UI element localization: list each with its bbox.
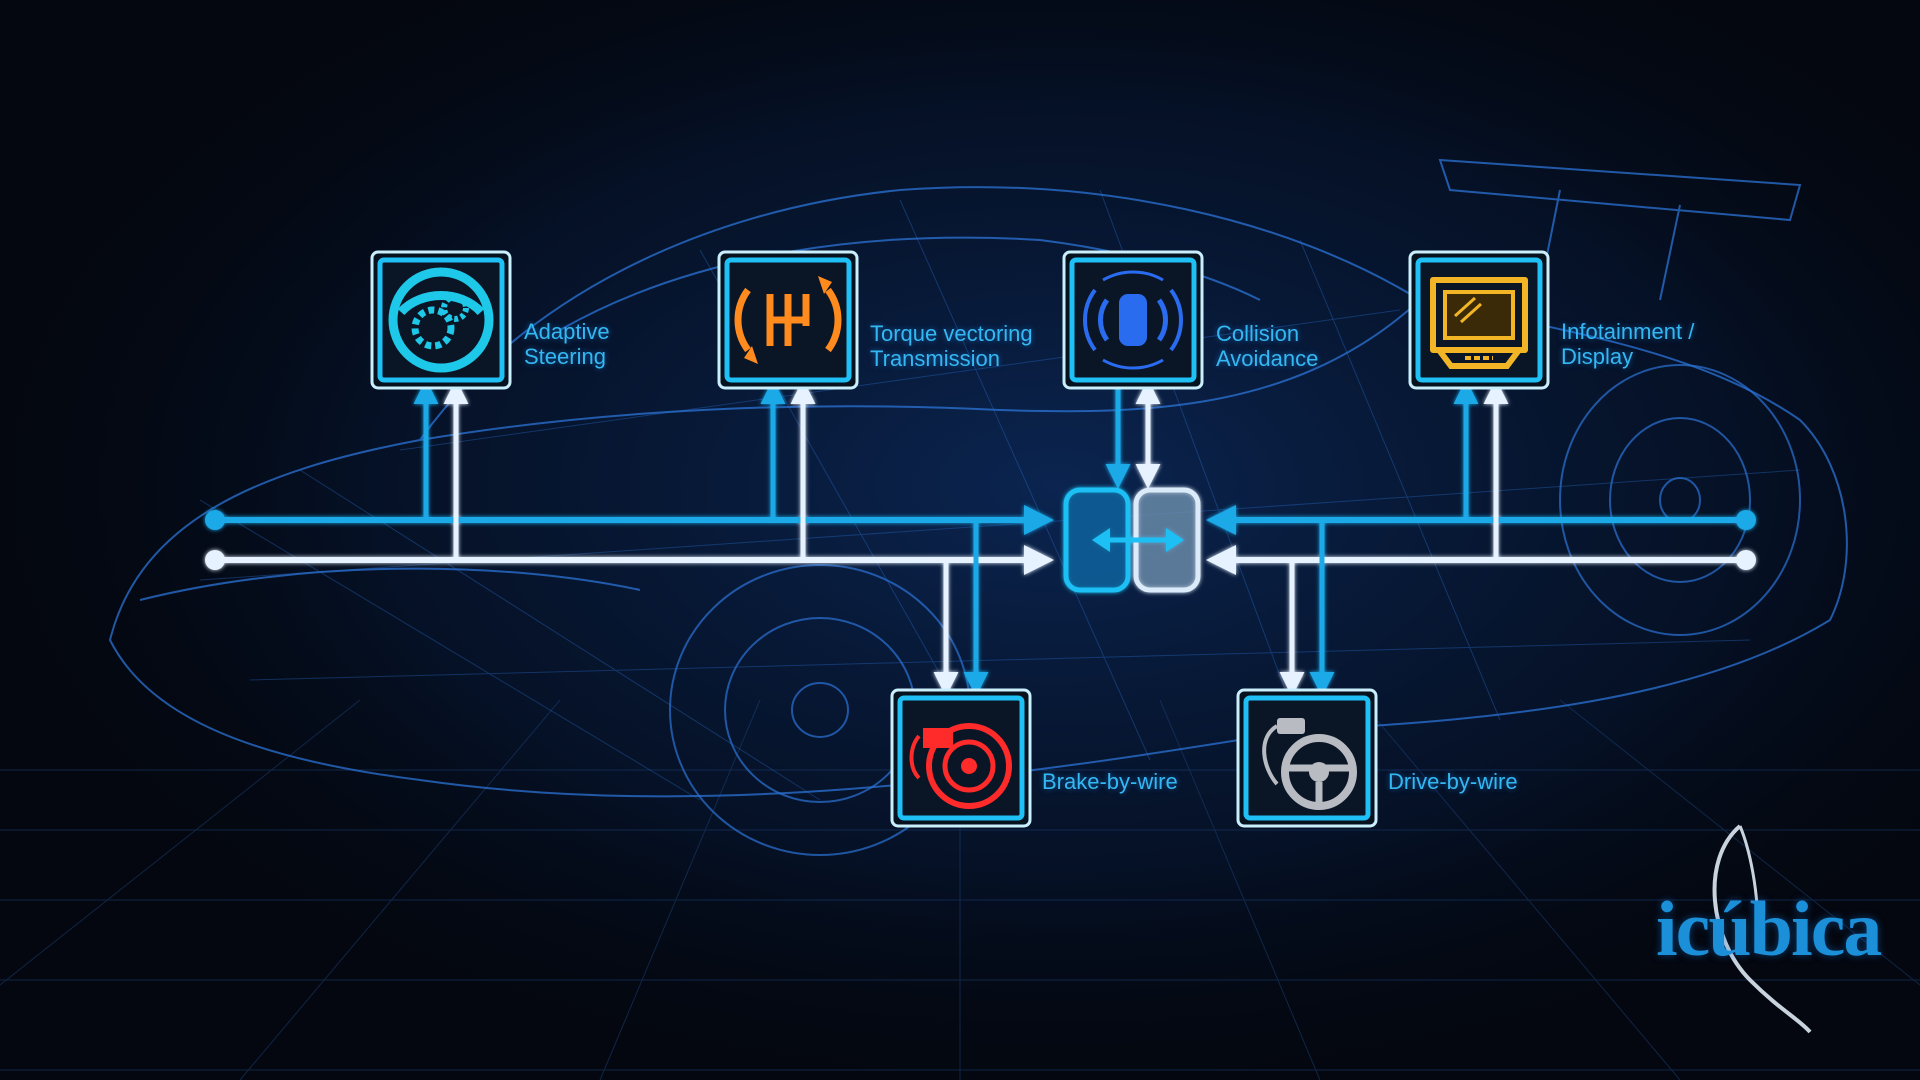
node-box-inner-adaptive-steering [377, 257, 505, 383]
gear-shift-icon [734, 276, 842, 364]
bus-a-left-terminal [205, 510, 225, 530]
radar-car-icon [1083, 270, 1183, 370]
logo-swoosh-icon [1712, 824, 1812, 1034]
label-infotainment: Infotainment /Display [1561, 319, 1695, 369]
bus-a-right-terminal [1736, 510, 1756, 530]
brake-disc-icon [909, 723, 1012, 809]
bus-b-right-terminal [1736, 550, 1756, 570]
label-brake-by-wire: Brake-by-wire [1042, 769, 1178, 794]
bus-b-left-terminal [205, 550, 225, 570]
display-screen-icon [1430, 277, 1528, 369]
steering-wheel-gears-icon [388, 267, 494, 373]
label-drive-by-wire: Drive-by-wire [1388, 769, 1518, 794]
node-box-inner-brake-by-wire [897, 695, 1025, 821]
central-gateway [1063, 487, 1201, 593]
logo-text: icúbica [1656, 885, 1882, 972]
icubica-logo: icúbica [1640, 820, 1890, 1040]
steering-wheel-plug-icon [1262, 718, 1357, 810]
